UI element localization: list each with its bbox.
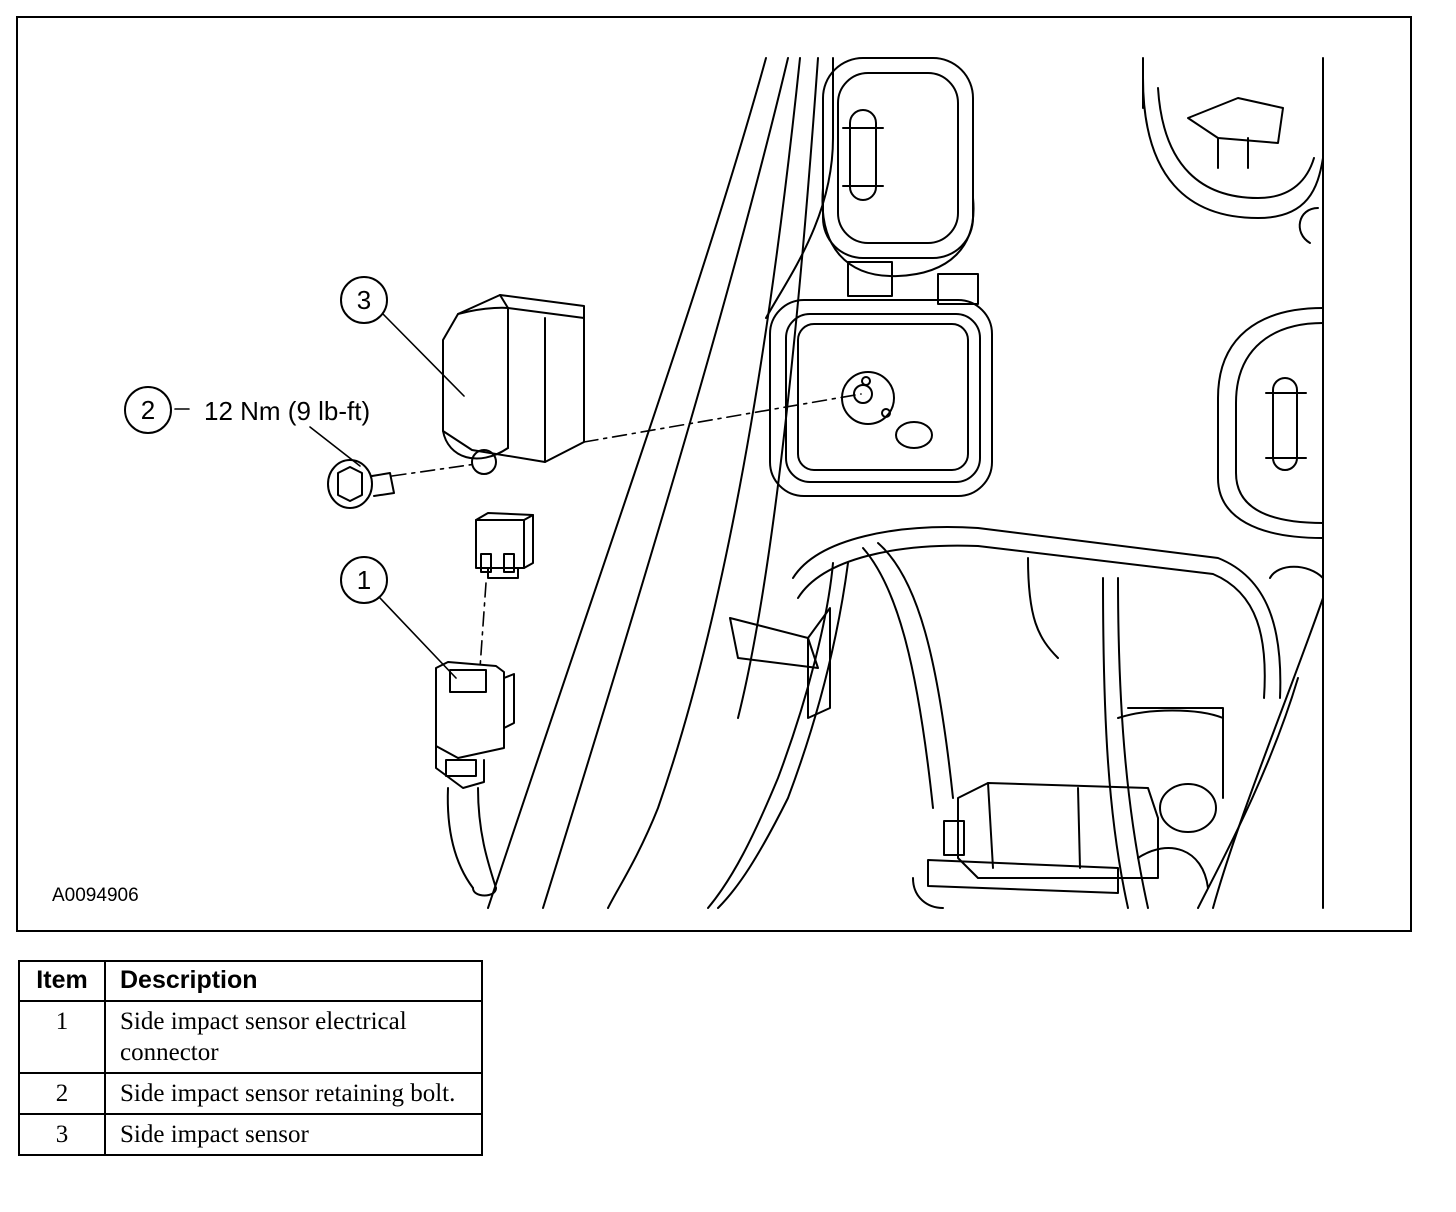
electrical-connector [435,661,515,897]
wiring-clip [729,617,819,669]
legend-item-description: Side impact sensor [104,1113,483,1156]
panel-tab [937,273,979,305]
legend-row: 3 Side impact sensor [18,1113,483,1156]
restraint-module [912,782,1209,909]
callout-3-number: 3 [357,285,371,315]
lower-panel [707,526,1324,909]
legend-item-number: 3 [18,1113,106,1156]
upper-right-opening [1142,77,1324,244]
illustration: 3 2 12 Nm (9 lb-ft) 1 A0094906 [52,57,1324,909]
legend-item-description: Side impact sensor electrical connector [104,1000,483,1074]
side-impact-sensor [442,294,585,579]
sensor-mount-pocket [769,299,993,497]
figure-id: A0094906 [52,885,139,906]
callout-1-number: 1 [357,565,371,595]
legend-row: 2 Side impact sensor retaining bolt. [18,1072,483,1115]
description-column-header: Description [104,960,483,1002]
retaining-bolt [327,459,395,509]
door-panel [487,57,1324,909]
upper-grommet [821,57,975,278]
item-column-header: Item [18,960,106,1002]
wiring-clip [807,607,831,719]
legend-item-number: 2 [18,1072,106,1115]
legend-row: 1 Side impact sensor electrical connecto… [18,1000,483,1074]
right-grommet [1217,307,1324,539]
panel-tab [847,261,893,297]
legend-item-description: Side impact sensor retaining bolt. [104,1072,483,1115]
legend-table: Item Description 1 Side impact sensor el… [18,960,483,1156]
legend-item-number: 1 [18,1000,106,1074]
torque-spec: 12 Nm (9 lb-ft) [204,396,370,426]
callout-2: 2 12 Nm (9 lb-ft) [124,386,370,467]
callout-2-number: 2 [141,395,155,425]
alignment-lines [391,393,862,669]
figure-frame: 3 2 12 Nm (9 lb-ft) 1 A0094906 [16,16,1412,932]
legend-header-row: Item Description [18,960,483,1002]
callout-3: 3 [340,276,465,397]
callout-1: 1 [340,556,457,679]
